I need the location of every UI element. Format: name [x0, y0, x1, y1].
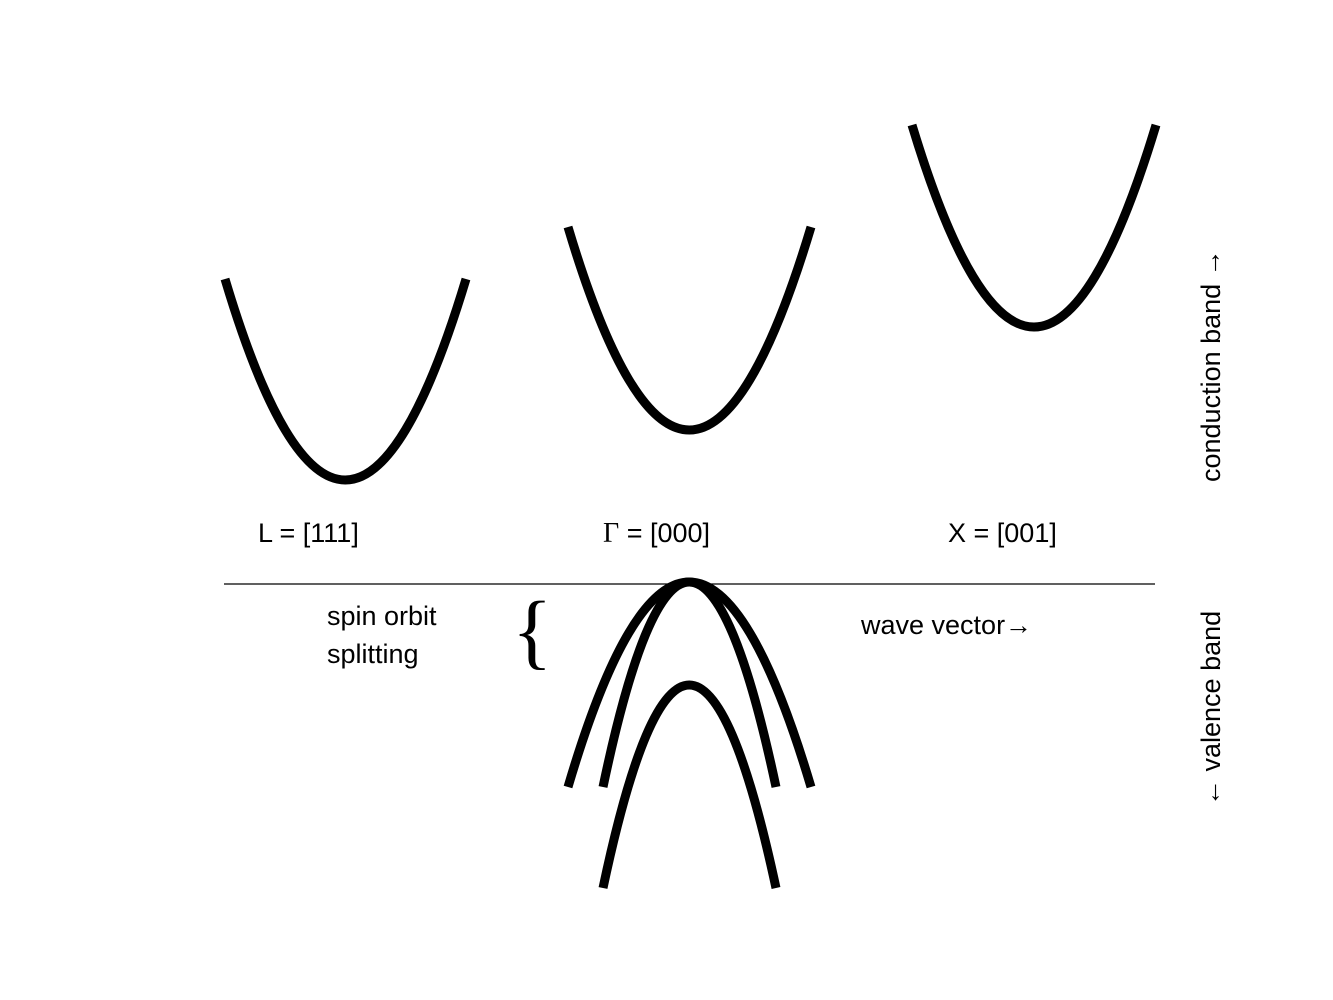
spin-orbit-label-line2: splitting — [327, 639, 419, 669]
label-gamma-point: Γ = [000] — [603, 520, 710, 548]
conduction-band-label: conduction band → — [1196, 249, 1226, 482]
gamma-direction: = [000] — [619, 518, 711, 548]
valence-band-label: ← valence band — [1196, 610, 1226, 806]
gamma-symbol: Γ — [603, 518, 620, 549]
label-X-point: X = [001] — [948, 518, 1057, 548]
brace-icon: { — [512, 585, 553, 678]
label-L-point: L = [111] — [258, 518, 359, 548]
valence-band-split-off — [598, 680, 781, 889]
conduction-band-X — [907, 123, 1161, 332]
conduction-band-L — [220, 277, 471, 485]
wave-vector-label: wave vector→ — [861, 610, 1033, 640]
conduction-band-gamma — [563, 225, 816, 435]
valence-band-heavy-hole — [598, 577, 781, 788]
spin-orbit-label-line1: spin orbit — [327, 601, 437, 631]
